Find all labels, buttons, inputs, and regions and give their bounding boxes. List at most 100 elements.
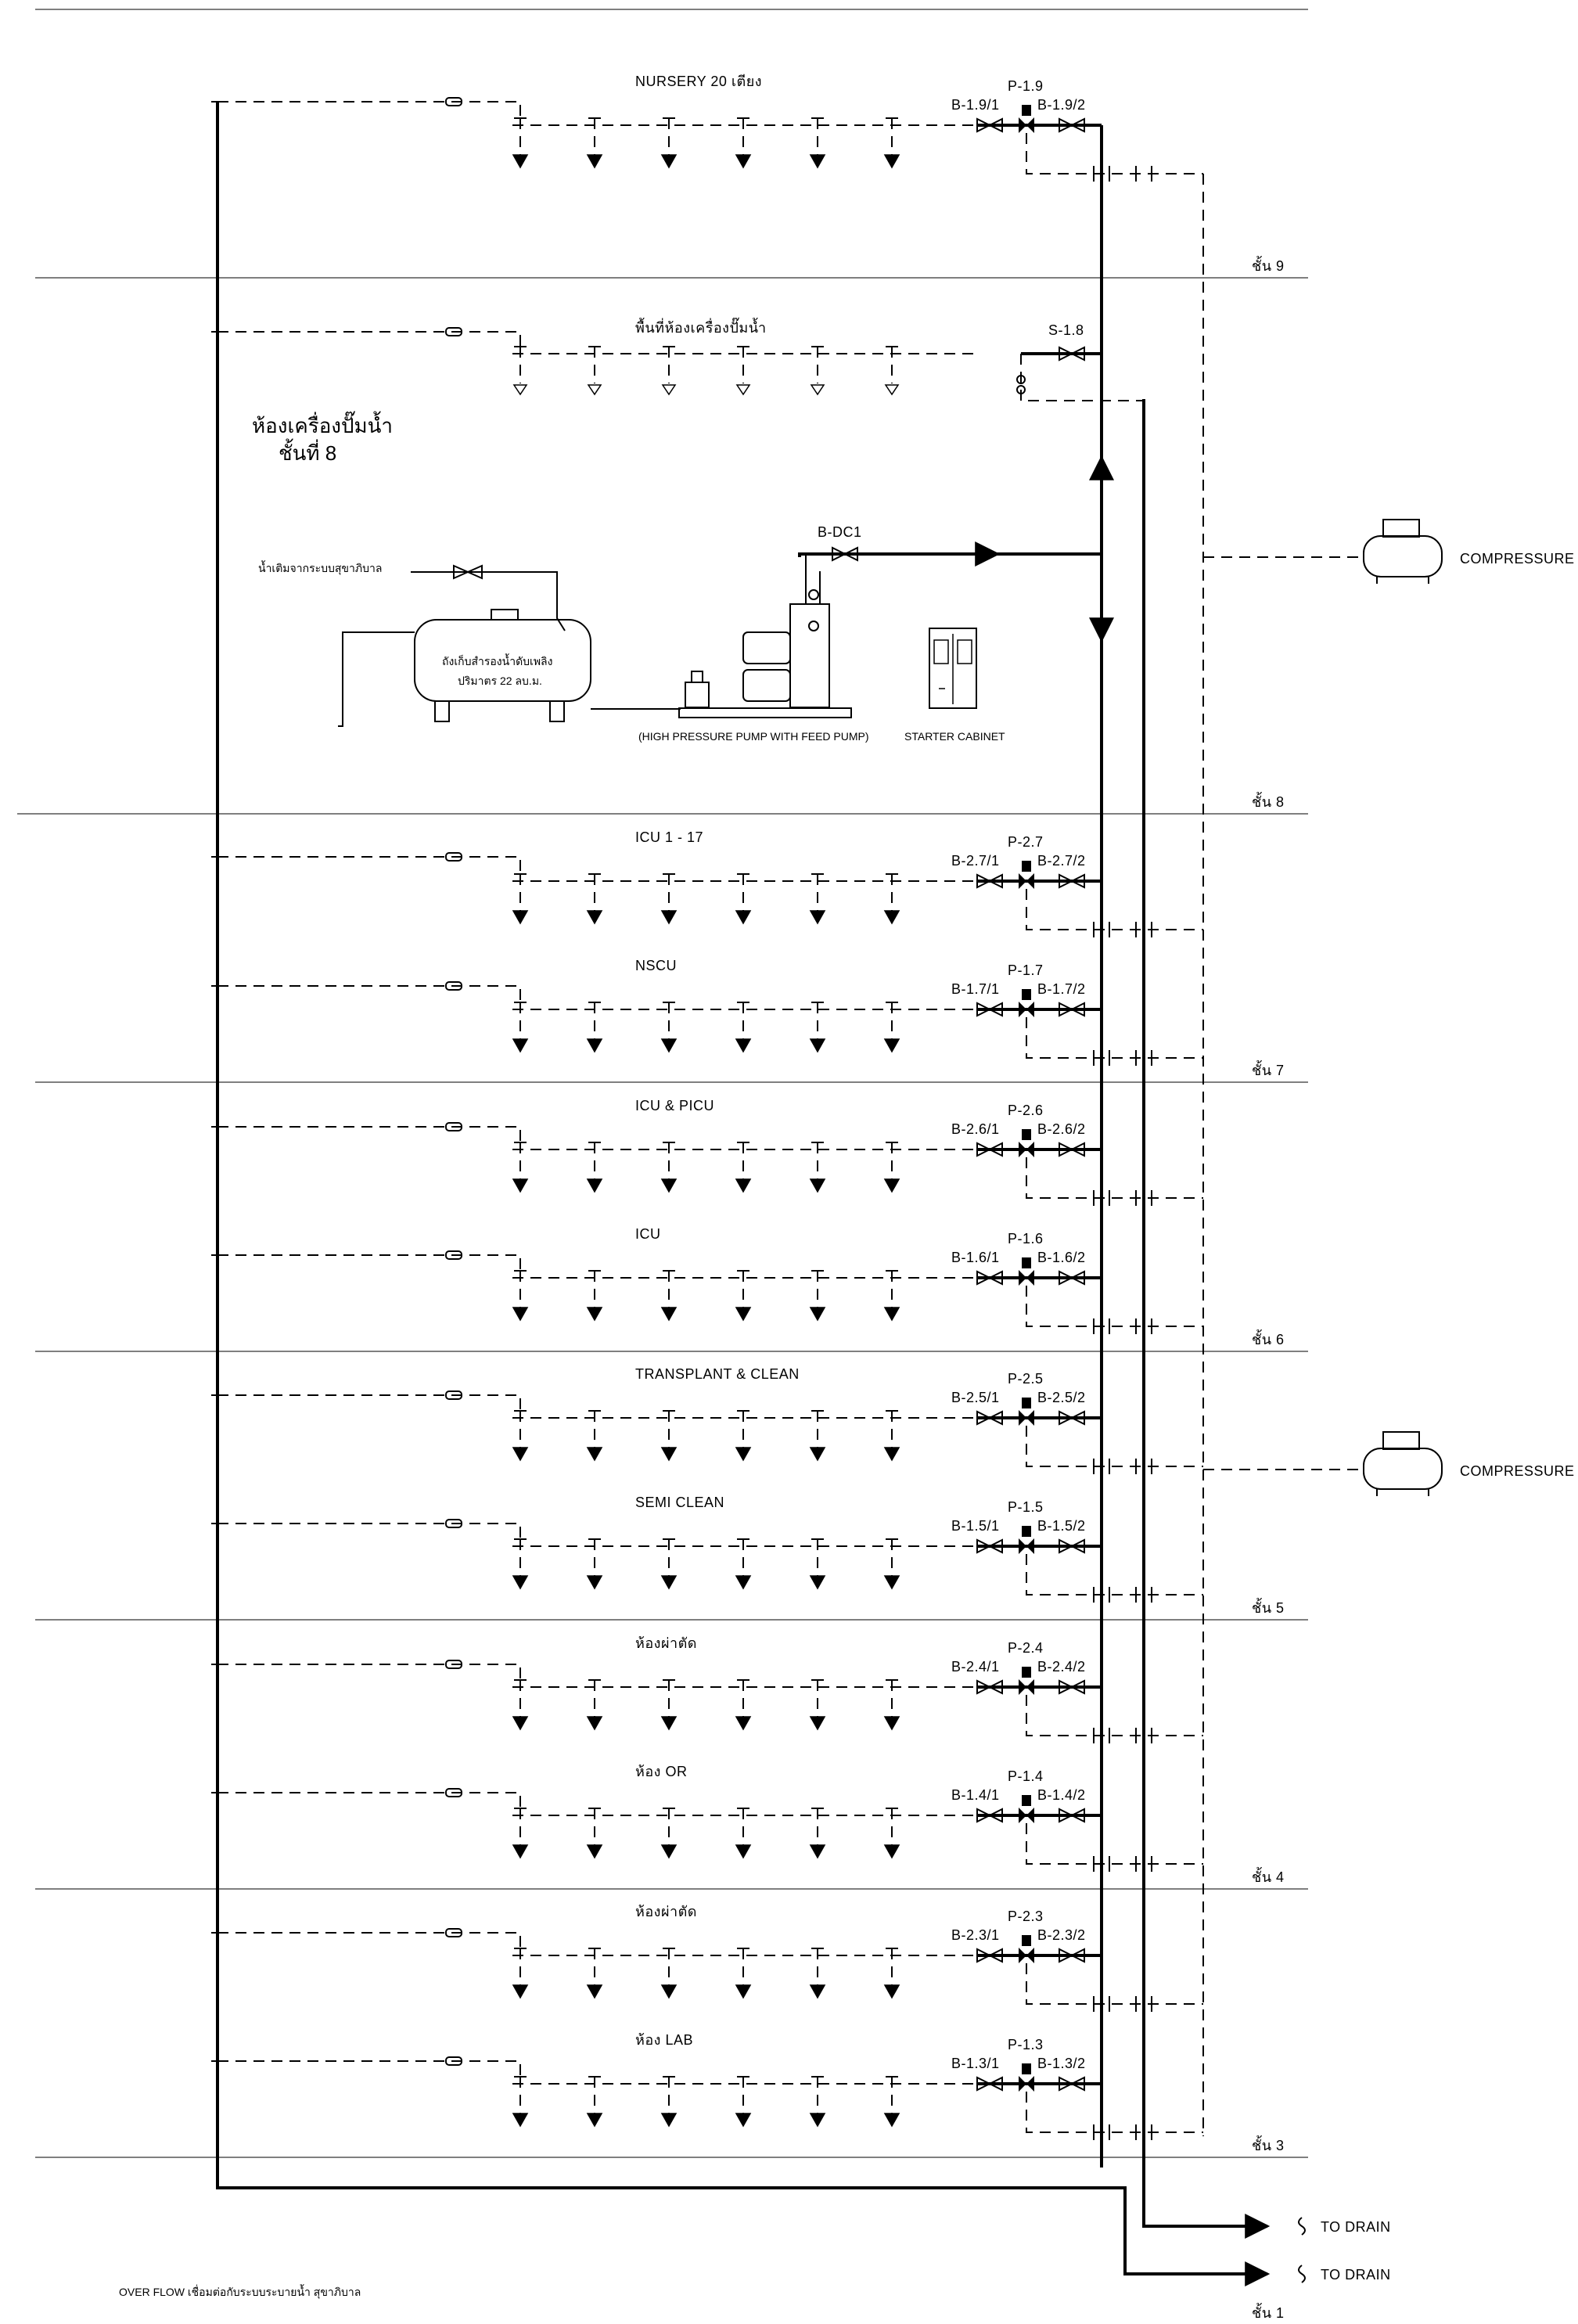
- sprinkler-head-icon: [809, 1038, 826, 1053]
- zone-label: NSCU: [635, 958, 677, 973]
- sprinkler-head-icon: [735, 1178, 752, 1193]
- sprinkler-head-icon: [809, 1307, 826, 1322]
- sprinkler-head-icon: [586, 154, 603, 169]
- branch-feed-pipe: [217, 1394, 521, 1418]
- gate-valve-icon: [976, 1410, 1003, 1426]
- zone-label: ห้องผ่าตัด: [635, 1635, 697, 1651]
- valve-label: S-1.8: [1048, 322, 1084, 338]
- panel-label: P-2.7: [1008, 834, 1044, 850]
- starter-cabinet: STARTER CABINET: [904, 628, 1005, 743]
- valve-label: B-2.3/2: [1037, 1927, 1086, 1943]
- valve-actuator-icon: [1022, 1129, 1031, 1140]
- sprinkler-head-icon: [735, 1307, 752, 1322]
- valve-label: B-2.6/1: [951, 1121, 1000, 1137]
- zone-label: พื้นที่ห้องเครื่องปั๊มน้ำ: [635, 317, 767, 336]
- sprinkler-head-icon: [660, 1716, 678, 1731]
- floor-label: ชั้น 5: [1252, 1598, 1285, 1616]
- valve-label: B-1.7/1: [951, 981, 1000, 997]
- sprinkler-head-icon: [512, 384, 528, 396]
- tank-leg: [549, 700, 565, 722]
- sprinkler-head-icon: [809, 2113, 826, 2128]
- feed-pump-motor-icon: [691, 671, 703, 683]
- air-supply-line: [1026, 1823, 1203, 1865]
- compressor-unit: COMPRESSURE: [1203, 1431, 1574, 1496]
- sprinkler-head-icon: [586, 1844, 603, 1859]
- valve-label: B-1.3/2: [1037, 2056, 1086, 2071]
- valve-label: B-2.5/1: [951, 1390, 1000, 1405]
- branch-feed-pipe: [217, 331, 521, 354]
- valve-label: B-2.3/1: [951, 1927, 1000, 1943]
- air-supply-line: [1026, 1017, 1203, 1059]
- air-supply-line: [1020, 354, 1144, 401]
- flow-switch-icon: [445, 1122, 462, 1131]
- preaction-valve-icon: [1019, 1002, 1034, 1017]
- sprinkler-head-icon: [883, 154, 900, 169]
- flow-switch-icon: [445, 97, 462, 106]
- flow-switch-icon: [445, 1788, 462, 1797]
- valve-actuator-icon: [1022, 1257, 1031, 1268]
- flow-switch-icon: [445, 327, 462, 336]
- preaction-valve-icon: [1019, 1948, 1034, 1963]
- valve-label: B-1.6/2: [1037, 1250, 1086, 1265]
- pump-motor-icon: [742, 631, 791, 664]
- discharge-pipe: [798, 552, 1102, 557]
- pump-room-equipment: น้ำเติมจากระบบสุขาภิบาล ถังเก็บสำรองน้ำด…: [258, 524, 1102, 743]
- compressor-head-icon: [1382, 519, 1420, 538]
- drain-label: TO DRAIN: [1321, 2267, 1391, 2283]
- preaction-valve-icon: [1019, 1142, 1034, 1157]
- gate-valve-icon: [976, 873, 1003, 889]
- sprinkler-head-icon: [883, 1038, 900, 1053]
- floor-label: ชั้น 7: [1252, 1060, 1285, 1078]
- sprinkler-head-icon: [512, 154, 529, 169]
- sprinkler-head-icon: [809, 154, 826, 169]
- panel-label: P-1.3: [1008, 2037, 1044, 2052]
- sprinkler-head-icon: [810, 384, 825, 396]
- sprinkler-head-icon: [660, 1984, 678, 1999]
- overflow-riser: [216, 102, 1271, 2286]
- air-supply-line: [1026, 133, 1203, 174]
- sprinkler-head-icon: [586, 1307, 603, 1322]
- branch-feed-pipe: [217, 1792, 521, 1815]
- floor-label: ชั้น 8: [1252, 792, 1285, 810]
- branch-feed-pipe: [217, 2060, 521, 2084]
- break-symbol: [1298, 2217, 1306, 2236]
- air-supply-line: [1026, 2092, 1203, 2133]
- sprinkler-head-icon: [883, 1575, 900, 1590]
- sprinkler-head-icon: [660, 1178, 678, 1193]
- sprinkler-head-icon: [512, 1178, 529, 1193]
- panel-label: P-2.6: [1008, 1103, 1044, 1118]
- sprinkler-head-icon: [809, 1984, 826, 1999]
- pump-caption: (HIGH PRESSURE PUMP WITH FEED PUMP): [638, 730, 869, 743]
- valve-label: B-1.5/1: [951, 1518, 1000, 1534]
- gate-valve-icon: [1059, 1808, 1085, 1823]
- valve-actuator-icon: [1022, 1935, 1031, 1946]
- zone-label: ห้อง OR: [635, 1764, 687, 1779]
- flow-switch-icon: [445, 981, 462, 991]
- sprinkler-head-icon: [735, 1716, 752, 1731]
- pressure-gauge-icon: [808, 589, 819, 600]
- branch-feed-pipe: [217, 1126, 521, 1149]
- panel-label: P-1.9: [1008, 78, 1044, 94]
- drain-outlets: TO DRAIN TO DRAIN: [1298, 2217, 1391, 2283]
- footnote: OVER FLOW เชื่อมต่อกับระบบระบายน้ำ สุขาภ…: [119, 2284, 361, 2299]
- branch-feed-pipe: [217, 101, 521, 125]
- compressor-unit: COMPRESSURE: [1203, 519, 1574, 584]
- sprinkler-head-icon: [512, 910, 529, 925]
- sprinkler-head-icon: [809, 1447, 826, 1462]
- sprinkler-head-icon: [809, 1844, 826, 1859]
- branch-feed-pipe: [217, 1932, 521, 1955]
- valve-label: B-1.9/1: [951, 97, 1000, 113]
- valve-label: B-1.5/2: [1037, 1518, 1086, 1534]
- sprinkler-head-icon: [883, 1178, 900, 1193]
- sprinkler-head-icon: [735, 1984, 752, 1999]
- panel-label: P-2.4: [1008, 1640, 1044, 1656]
- air-supply-line: [1026, 1963, 1203, 2005]
- valve-label: B-2.7/2: [1037, 853, 1086, 869]
- valve-actuator-icon: [1022, 1667, 1031, 1678]
